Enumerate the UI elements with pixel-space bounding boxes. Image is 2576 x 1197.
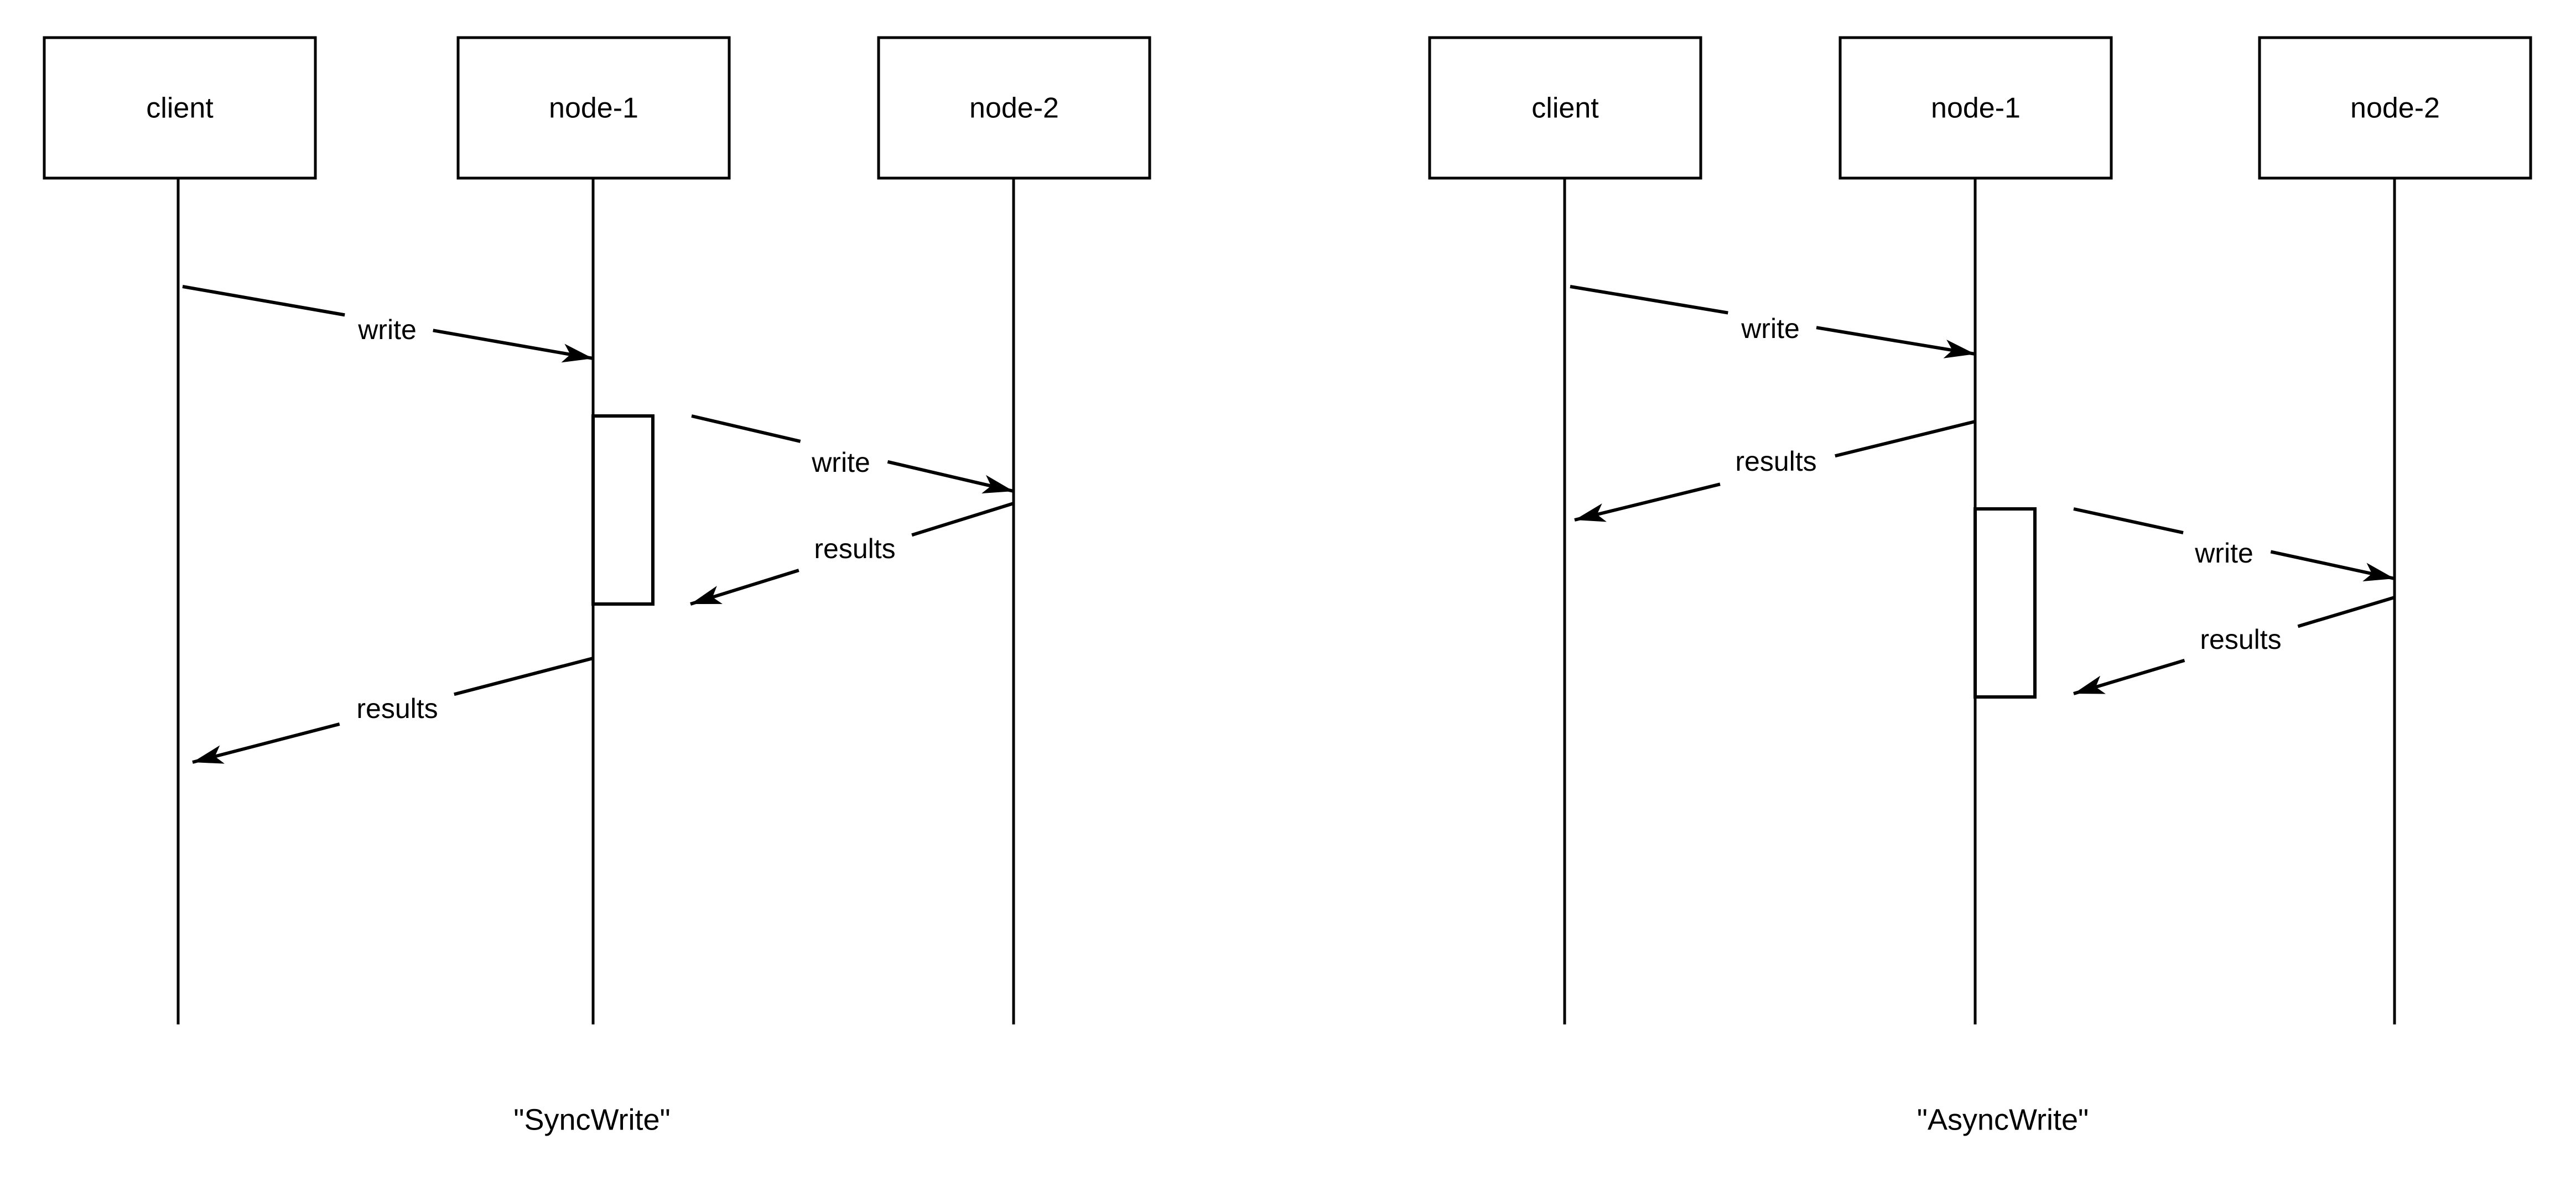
message-line-write-0-a[interactable] (1570, 285, 1728, 315)
activation-bar-node-1 (591, 414, 655, 606)
message-line-results-2-a[interactable] (911, 502, 1014, 537)
message-arrowhead-write-2 (2362, 563, 2395, 581)
message-line-results-1-a[interactable] (1835, 420, 1976, 458)
diagram-caption-async-write: "AsyncWrite" (1917, 1103, 2089, 1136)
message-label-results-3: results (356, 693, 438, 724)
message-arrowhead-write-0 (1943, 339, 1975, 358)
message-line-write-0-a[interactable] (182, 285, 345, 317)
message-line-results-3-a[interactable] (454, 657, 594, 696)
message-arrowhead-results-3 (193, 745, 225, 764)
participant-box-node-1[interactable] (1838, 36, 2113, 180)
message-line-results-3-b[interactable] (192, 722, 340, 764)
message-line-write-0-b[interactable] (433, 329, 594, 360)
message-label-results-2: results (814, 533, 895, 564)
message-line-write-2-a[interactable] (2073, 507, 2184, 534)
message-label-write-0: write (357, 314, 417, 345)
participant-label-node-2: node-2 (2350, 92, 2440, 124)
participant-box-node-2[interactable] (2258, 36, 2532, 180)
diagram-async-write: client node-1 node-2 write results write resul… (1428, 36, 2532, 1136)
participant-box-node-1[interactable] (456, 36, 731, 180)
participant-label-client: client (1531, 92, 1599, 124)
message-label-write-0: write (1741, 313, 1800, 344)
message-line-write-0-b[interactable] (1816, 326, 1976, 356)
participant-label-client: client (146, 92, 214, 124)
participant-box-client[interactable] (43, 36, 317, 180)
message-label-results-1: results (1735, 446, 1816, 477)
participant-box-client[interactable] (1428, 36, 1702, 180)
message-arrowhead-write-0 (561, 344, 593, 363)
message-label-write-1: write (811, 447, 870, 478)
message-line-results-1-b[interactable] (1574, 482, 1721, 522)
message-line-write-1-a[interactable] (691, 414, 801, 443)
activation-bar-node-1 (1973, 507, 2037, 699)
message-arrowhead-results-3 (2074, 675, 2106, 694)
message-arrowhead-results-2 (690, 586, 723, 604)
participant-label-node-2: node-2 (969, 92, 1059, 124)
diagram-caption-sync-write: "SyncWrite" (513, 1103, 670, 1136)
message-line-results-3-a[interactable] (2297, 596, 2395, 628)
participant-box-node-2[interactable] (877, 36, 1151, 180)
message-arrowhead-results-1 (1575, 503, 1607, 522)
message-label-results-3: results (2200, 624, 2281, 655)
participant-label-node-1: node-1 (1931, 92, 2021, 124)
diagram-sync-write: client node-1 node-2 write write results resul… (43, 36, 1151, 1136)
message-arrowhead-write-1 (981, 475, 1014, 494)
participant-label-node-1: node-1 (549, 92, 638, 124)
message-label-write-2: write (2194, 538, 2253, 569)
